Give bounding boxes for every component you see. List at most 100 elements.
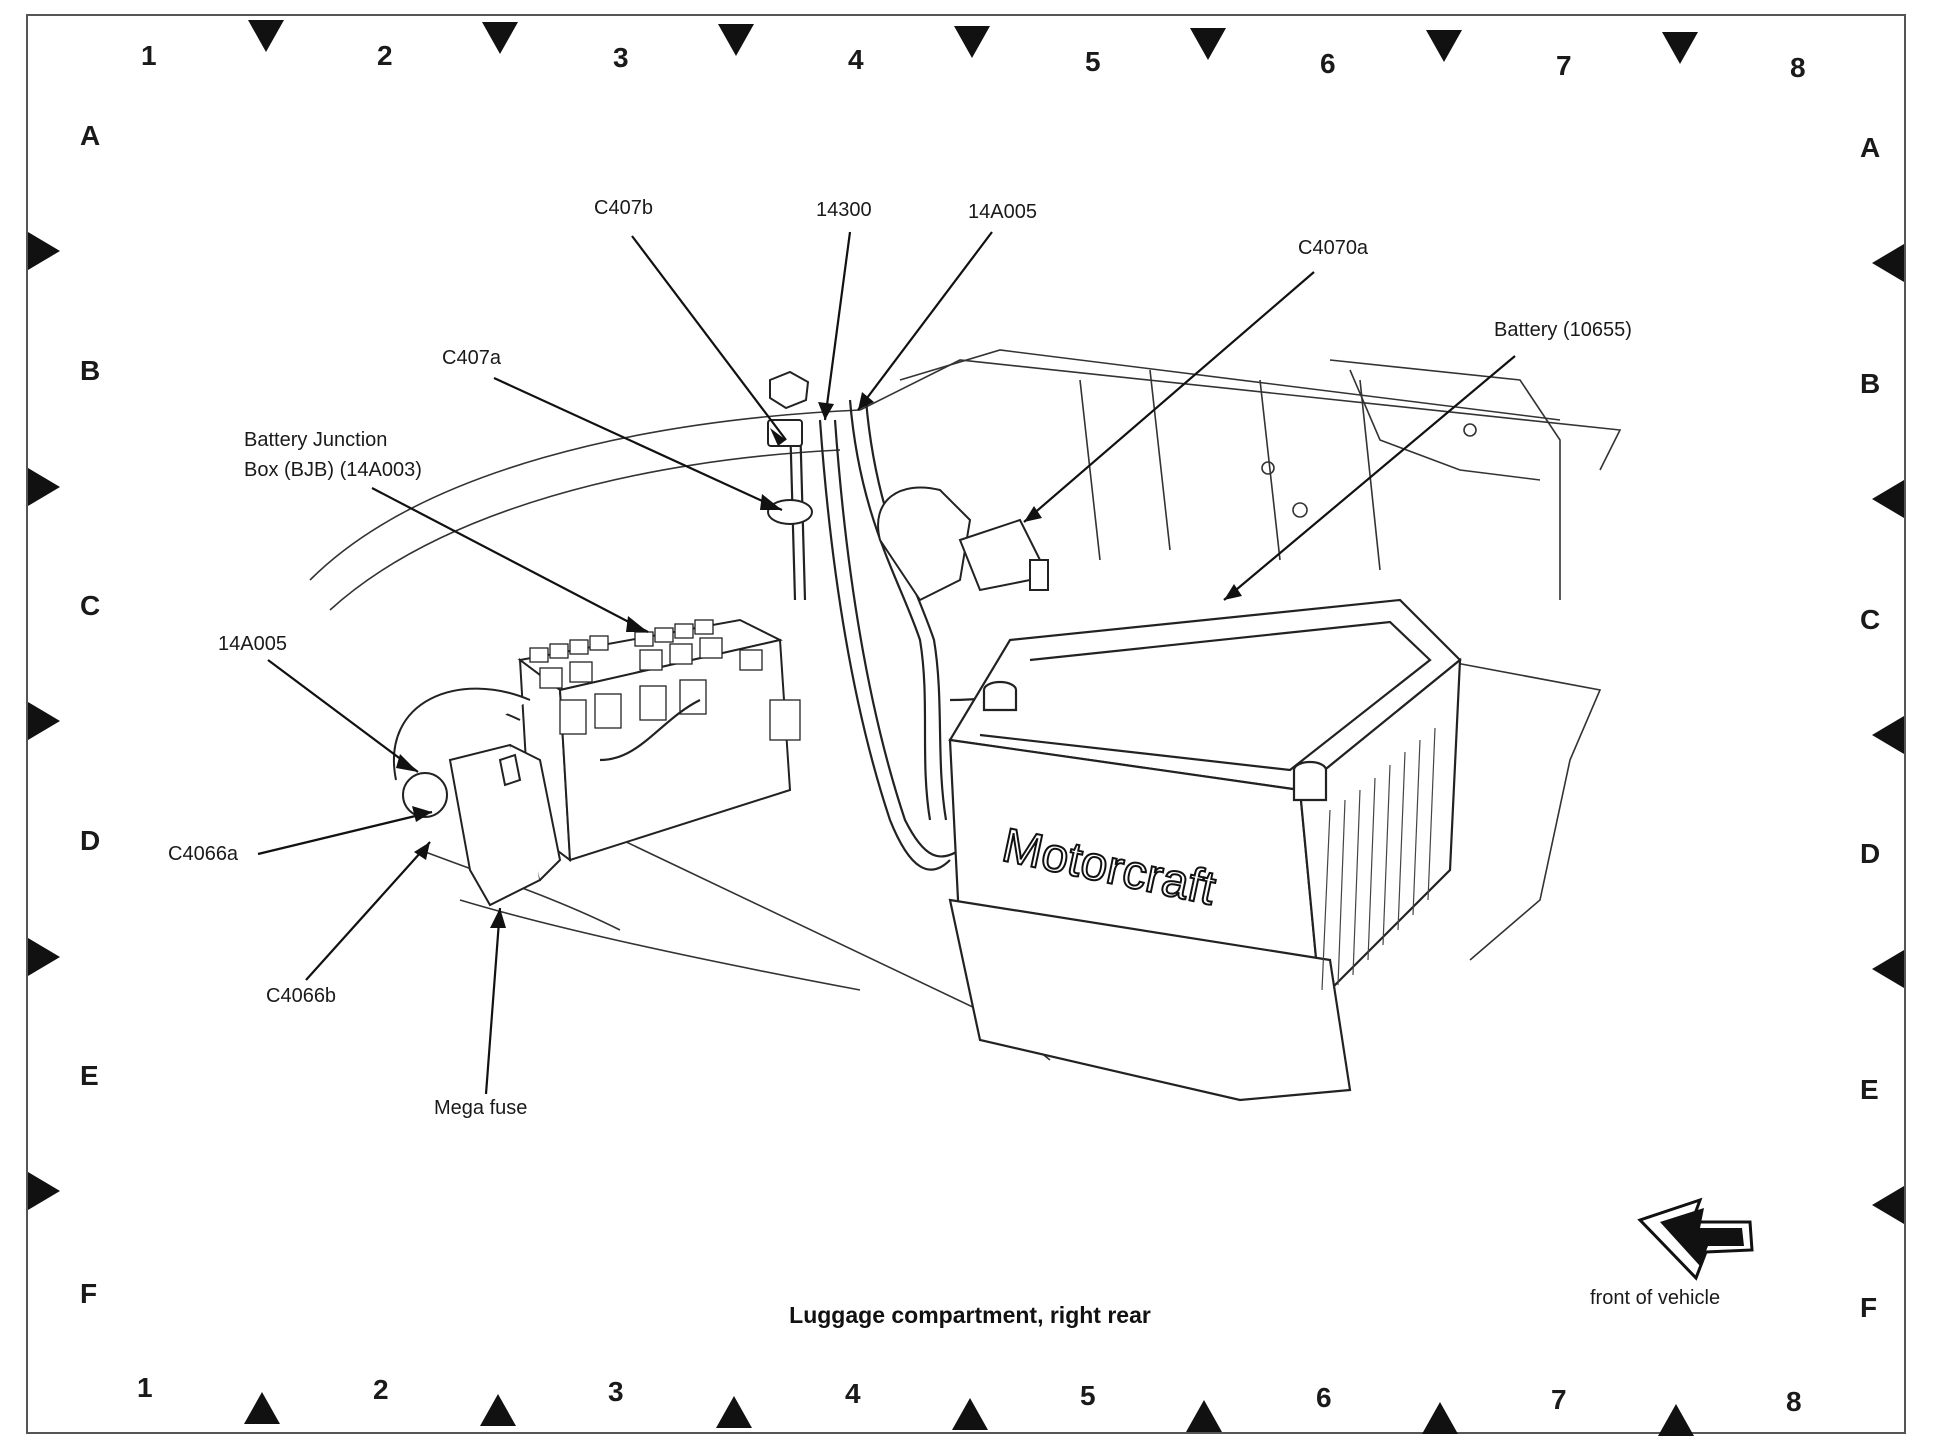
callout-c4070a: C4070a [1298,237,1369,259]
callout-14a005-left: 14A005 [218,633,287,655]
mega-fuse-assembly [393,687,562,907]
marker-bottom-7 [1658,1404,1694,1436]
leader-c4070a [1023,271,1315,523]
leader-14a005-left [267,659,419,773]
marker-left-1 [28,232,60,270]
marker-right-3 [1872,716,1904,754]
grid-row-label-left-f: F [80,1278,98,1309]
diagram-frame [26,14,1906,1434]
marker-top-4 [954,26,990,58]
cable-harness-lower [599,699,701,762]
trunk-left-floor [419,849,621,931]
panel-hole-2 [1292,502,1308,518]
marker-bottom-4 [952,1398,988,1430]
battery-side-ribs [1321,727,1436,991]
grid-col-label-bottom-8: 8 [1786,1386,1802,1417]
marker-right-4 [1872,950,1904,988]
callout-14a005-top: 14A005 [968,201,1037,223]
grid-col-label-bottom-4: 4 [845,1378,861,1409]
cable-14a005-top [848,399,932,821]
marker-bottom-5 [1186,1400,1222,1432]
cable-14a005-top-b [864,399,948,821]
arrow-c4066a [412,806,432,822]
grid-col-label-top-8: 8 [1790,52,1806,83]
arrow-c407a [760,494,782,510]
trunk-shelf [1079,369,1381,571]
callout-c4066a: C4066a [168,843,239,865]
grid-row-label-right-a: A [1860,132,1881,163]
battery-post-left-stem [982,690,1018,712]
cable-14300 [818,419,951,871]
leader-14300 [823,231,852,421]
mega-fuse-side [509,744,562,881]
front-of-vehicle-arrow-icon [1637,1197,1754,1281]
arrow-c4066b [414,842,430,860]
c4066-ring [402,772,448,818]
battery-post-right-stem [1292,770,1328,802]
grid-col-label-bottom-6: 6 [1316,1382,1332,1413]
grid-row-label-right-b: B [1860,368,1881,399]
harness-loop-left-2 [393,687,531,781]
terminal-cover [877,486,972,602]
battery-body [948,598,1462,1102]
terminal-hardware [767,370,1049,602]
grid-col-label-top-6: 6 [1320,48,1336,79]
grid-col-label-top-4: 4 [848,44,864,75]
leader-c407b [631,235,787,441]
trunk-lower-right [1439,659,1602,961]
grid-col-label-bottom-7: 7 [1551,1384,1567,1415]
arrow-mega-fuse [490,908,506,928]
front-of-vehicle-label: front of vehicle [1590,1287,1721,1309]
callout-14300: 14300 [816,199,872,221]
grid-row-label-right-d: D [1860,838,1881,869]
marker-top-7 [1662,32,1698,64]
diagram-caption: Luggage compartment, right rear [789,1302,1151,1328]
leader-c4066a [257,810,433,856]
marker-left-2 [28,468,60,506]
marker-top-1 [248,20,284,52]
trunk-arc-inner [329,449,841,611]
grid-row-label-right-e: E [1860,1074,1879,1105]
trunk-right-bracket [1349,369,1541,481]
callout-mega-fuse: Mega fuse [434,1097,528,1119]
bjb-fuse-grid [529,619,801,741]
marker-right-5 [1872,1186,1904,1224]
grid-col-label-top-7: 7 [1556,50,1572,81]
marker-bottom-3 [716,1396,752,1428]
bjb-box [517,618,801,863]
grid-row-label-left-a: A [80,120,101,151]
callout-bjb-line2: Box (BJB) (14A003) [244,459,422,481]
battery-tray [948,898,1352,1102]
grid-col-label-top-3: 3 [613,42,629,73]
grid-row-label-right-c: C [1860,604,1881,635]
marker-right-2 [1872,480,1904,518]
arrow-c4070a [1024,506,1042,522]
grid-col-label-top-2: 2 [377,40,393,71]
trunk-bottom-curve [459,899,861,991]
callout-battery: Battery (10655) [1494,319,1632,341]
clamp-c4070a [958,518,1042,592]
grid-row-label-right-f: F [1860,1292,1878,1323]
grid-col-label-bottom-1: 1 [137,1372,153,1403]
marker-left-5 [28,1172,60,1210]
cable-14300-b [833,419,961,858]
leader-14a005-top [857,231,993,411]
marker-bottom-6 [1422,1402,1458,1434]
grid-col-label-bottom-5: 5 [1080,1380,1096,1411]
grid-row-label-left-d: D [80,825,101,856]
marker-top-5 [1190,28,1226,60]
grid-col-label-bottom-3: 3 [608,1376,624,1407]
callout-c407b: C407b [594,197,653,219]
leader-mega-fuse [484,907,502,1095]
trunk-right-wall [1329,359,1561,600]
grid-markers [28,20,1904,1436]
marker-top-3 [718,24,754,56]
trunk-rear-panel [859,359,1622,471]
marker-top-6 [1426,30,1462,62]
grid-row-label-left-c: C [80,590,101,621]
leader-c4066b [305,841,431,981]
arrow-14a005-left [396,754,418,772]
panel-hole-1 [1261,461,1275,475]
bracket-c407a [767,499,813,525]
